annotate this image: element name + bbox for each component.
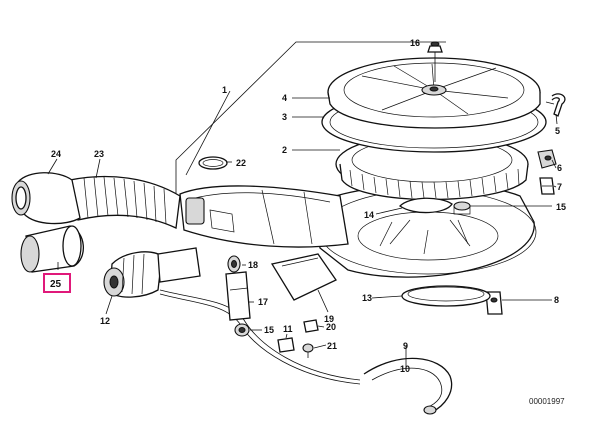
callout-17: 17 [258,297,268,307]
callout-15-lower: 15 [264,325,274,335]
callout-7: 7 [557,182,562,192]
callout-25: 25 [50,279,62,290]
callout-20: 20 [326,322,336,332]
callout-9: 9 [403,341,408,351]
callout-8: 8 [554,295,559,305]
document-number: 00001997 [529,397,565,406]
o-ring [198,156,228,170]
rubber-sleeve-part [20,225,84,273]
callout-16: 16 [410,38,420,48]
callout-12: 12 [100,316,110,326]
breather-hose [363,357,453,415]
intake-sleeve [11,172,81,225]
callout-18: 18 [248,260,258,270]
clamp-bracket [537,149,557,169]
callout-21: 21 [327,341,337,351]
callout-6: 6 [557,163,562,173]
callout-2: 2 [282,145,287,155]
filter-cover [327,57,541,129]
callout-3: 3 [282,112,287,122]
rubber-mount [234,323,250,337]
callout-10: 10 [400,364,410,374]
callout-1: 1 [222,85,227,95]
callout-4: 4 [282,93,287,103]
grommet [227,255,241,273]
callout-15: 15 [556,202,566,212]
assembly-bracket-line [175,41,446,200]
mounting-bracket [225,271,251,321]
highlight-box [43,273,71,293]
seal-plate [270,253,337,301]
highlighted-callout: 25 [43,273,71,293]
callout-24: 24 [51,149,61,159]
airflow-sensor-unit [103,247,201,298]
spring-clip [545,93,566,117]
intake-hose [69,175,181,229]
callout-11: 11 [283,324,293,334]
lower-seal-ring [401,285,491,307]
mounting-screw [302,343,314,358]
callout-14: 14 [364,210,374,220]
internal-support-bracket [389,197,471,247]
callout-22: 22 [236,158,246,168]
intake-snorkel [179,185,349,248]
connector-nipple [453,201,471,215]
callout-5: 5 [555,126,560,136]
callout-23: 23 [94,149,104,159]
leader-lines [47,97,558,368]
wing-nut [427,41,443,82]
callout-labels: 1 2 3 4 5 6 7 8 9 10 11 12 13 14 15 16 1… [51,38,566,374]
hose-clip [277,337,295,353]
callout-19: 19 [324,314,334,324]
retaining-clip [539,177,555,195]
callout-13: 13 [362,293,372,303]
spacer-washer [303,319,319,333]
